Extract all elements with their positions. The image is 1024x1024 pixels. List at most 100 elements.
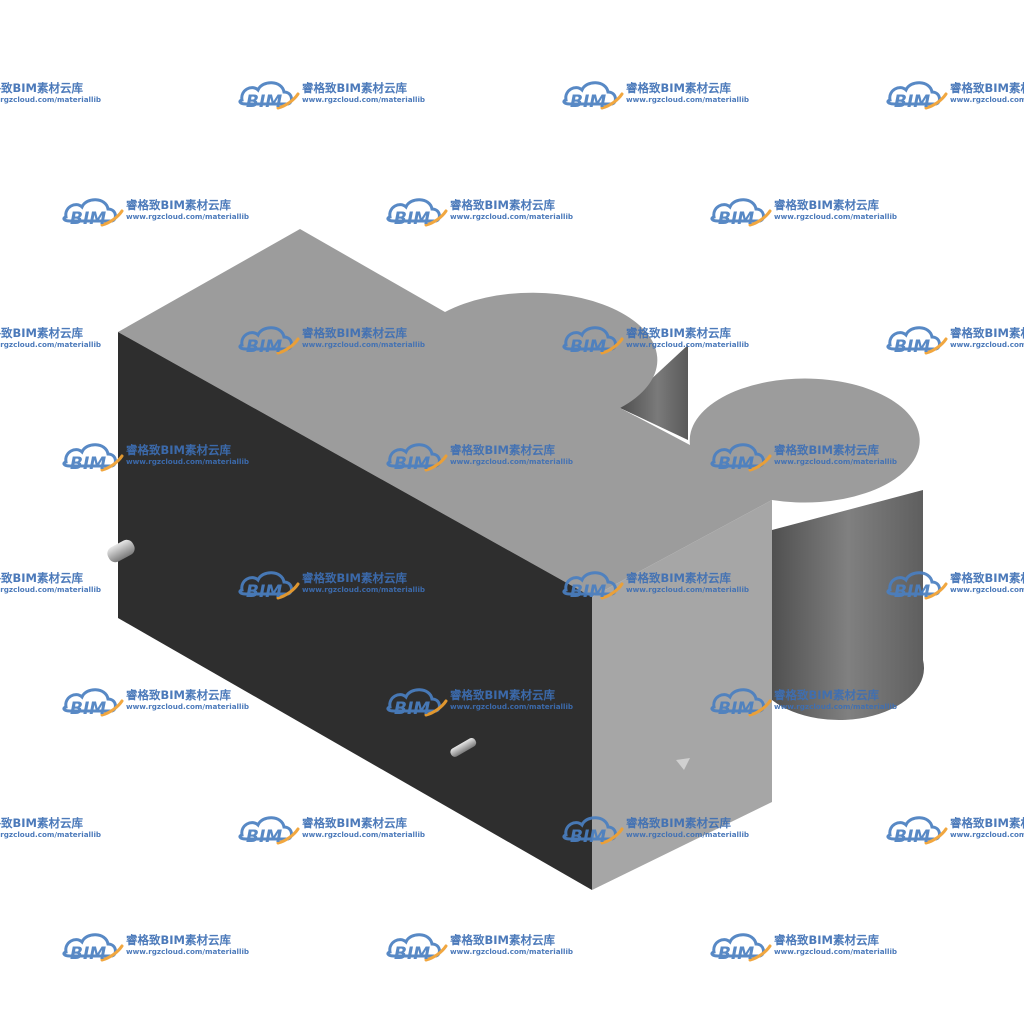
watermark-url: www.rgzcloud.com/materiallib bbox=[774, 212, 897, 221]
watermark: BIM 睿格致BIM素材云库www.rgzcloud.com/materialli… bbox=[886, 571, 1024, 602]
watermark-name: 睿格致BIM素材云库 bbox=[302, 571, 407, 585]
watermark-name: 睿格致BIM素材云库 bbox=[450, 688, 555, 702]
watermark: BIM睿格致BIM素材云库www.rgzcloud.com/materialli… bbox=[710, 933, 897, 964]
watermark-name: 睿格致BIM素材云库 bbox=[450, 443, 555, 457]
watermark-name: 睿格致BIM素材云库 bbox=[126, 933, 231, 947]
cylinder-front-body bbox=[772, 490, 925, 721]
watermark-logo-text: BIM bbox=[570, 337, 606, 357]
model-front-face bbox=[118, 332, 592, 890]
watermark-logo-text: BIM bbox=[570, 582, 606, 602]
watermark-name: 睿格致BIM素材云库 bbox=[626, 81, 731, 95]
watermark-logo-text: BIM bbox=[718, 454, 754, 474]
watermark-url: www.rgzcloud.com/materiallib bbox=[0, 830, 101, 839]
watermark-logo-text: BIM bbox=[246, 92, 282, 112]
watermark-url: www.rgzcloud.com/materiallib bbox=[774, 702, 897, 711]
bim-cloud-logo-icon: BIM bbox=[62, 443, 124, 474]
model-top-surface bbox=[118, 229, 920, 597]
watermark-logo-text: BIM bbox=[70, 454, 106, 474]
watermark-name: 睿格致BIM素材云库 bbox=[774, 688, 879, 702]
watermark-name: 睿格致BIM素材云库 bbox=[450, 933, 555, 947]
bim-cloud-logo-icon: BIM bbox=[562, 571, 624, 602]
watermark-name: 睿格致BIM素材云库 bbox=[626, 326, 731, 340]
watermark: BIM睿格致BIM素材云库www.rgzcloud.com/materialli… bbox=[386, 933, 573, 964]
bim-cloud-logo-icon: BIM bbox=[238, 816, 300, 847]
watermark: BIM 睿格致BIM素材云库www.rgzcloud.com/materialli… bbox=[238, 571, 425, 602]
pin-middle bbox=[450, 737, 477, 757]
watermark-name: 睿格致BIM素材云库 bbox=[626, 571, 731, 585]
bim-cloud-logo-icon: BIM bbox=[886, 326, 948, 357]
watermark-logo-text: BIM bbox=[246, 582, 282, 602]
bim-cloud-logo-icon: BIM bbox=[562, 81, 624, 112]
bim-model bbox=[107, 229, 925, 890]
watermark: BIM 睿格致BIM素材云库www.rgzcloud.com/materialli… bbox=[710, 443, 897, 474]
watermark-url: www.rgzcloud.com/materiallib bbox=[774, 457, 897, 466]
watermark-logo-text: BIM bbox=[894, 582, 930, 602]
watermark-url: www.rgzcloud.com/materiallib bbox=[126, 702, 249, 711]
bim-cloud-logo-icon: BIM bbox=[238, 571, 300, 602]
watermark: BIM睿格致BIM素材云库www.rgzcloud.com/materialli… bbox=[62, 198, 249, 229]
watermark: BIM睿格致BIM素材云库www.rgzcloud.com/materialli… bbox=[0, 571, 101, 594]
pin-right bbox=[676, 758, 690, 770]
bim-cloud-logo-icon: BIM bbox=[238, 81, 300, 112]
model-side-face bbox=[592, 500, 772, 890]
bim-cloud-logo-icon: BIM bbox=[386, 198, 448, 229]
watermark-name: 睿格致BIM素材云库 bbox=[950, 816, 1024, 830]
watermark-url: www.rgzcloud.com/materiallib bbox=[950, 95, 1024, 104]
watermark-name: 睿格致BIM素材云库 bbox=[950, 571, 1024, 585]
pin-left bbox=[107, 539, 135, 563]
watermark-name: 睿格致BIM素材云库 bbox=[450, 198, 555, 212]
watermark: BIM 睿格致BIM素材云库www.rgzcloud.com/materialli… bbox=[562, 816, 749, 847]
watermark-url: www.rgzcloud.com/materiallib bbox=[450, 457, 573, 466]
bim-cloud-logo-icon: BIM bbox=[386, 688, 448, 719]
watermark-logo-text: BIM bbox=[718, 209, 754, 229]
watermark-name: 睿格致BIM素材云库 bbox=[0, 81, 83, 95]
watermark-name: 睿格致BIM素材云库 bbox=[126, 198, 231, 212]
bim-cloud-logo-icon: BIM bbox=[386, 933, 448, 964]
watermark-logo-text: BIM bbox=[70, 699, 106, 719]
bim-cloud-logo-icon: BIM bbox=[886, 816, 948, 847]
bim-cloud-logo-icon: BIM bbox=[710, 443, 772, 474]
watermark-name: 睿格致BIM素材云库 bbox=[302, 81, 407, 95]
watermark-url: www.rgzcloud.com/materiallib bbox=[626, 95, 749, 104]
watermark-name: 睿格致BIM素材云库 bbox=[626, 816, 731, 830]
watermark-url: www.rgzcloud.com/materiallib bbox=[0, 340, 101, 349]
watermark-name: 睿格致BIM素材云库 bbox=[0, 571, 83, 585]
watermark-url: www.rgzcloud.com/materiallib bbox=[450, 702, 573, 711]
watermark: BIM 睿格致BIM素材云库www.rgzcloud.com/materialli… bbox=[386, 688, 573, 719]
watermark: BIM睿格致BIM素材云库www.rgzcloud.com/materialli… bbox=[0, 816, 101, 839]
watermark-logo-text: BIM bbox=[718, 699, 754, 719]
watermark-url: www.rgzcloud.com/materiallib bbox=[626, 830, 749, 839]
watermark-name: 睿格致BIM素材云库 bbox=[950, 326, 1024, 340]
watermark-logo-text: BIM bbox=[394, 699, 430, 719]
watermark-logo-text: BIM bbox=[570, 827, 606, 847]
watermark-url: www.rgzcloud.com/materiallib bbox=[450, 947, 573, 956]
bim-cloud-logo-icon: BIM bbox=[62, 688, 124, 719]
watermark-name: 睿格致BIM素材云库 bbox=[126, 443, 231, 457]
watermark-url: www.rgzcloud.com/materiallib bbox=[626, 340, 749, 349]
watermark: BIM 睿格致BIM素材云库www.rgzcloud.com/materialli… bbox=[562, 326, 749, 357]
bim-cloud-logo-icon: BIM bbox=[62, 198, 124, 229]
watermark-logo-text: BIM bbox=[894, 92, 930, 112]
bim-cloud-logo-icon: BIM bbox=[710, 688, 772, 719]
watermark: BIM睿格致BIM素材云库www.rgzcloud.com/materialli… bbox=[886, 81, 1024, 112]
watermark-logo-text: BIM bbox=[570, 92, 606, 112]
watermark-name: 睿格致BIM素材云库 bbox=[774, 443, 879, 457]
watermark-name: 睿格致BIM素材云库 bbox=[0, 816, 83, 830]
watermark: BIM 睿格致BIM素材云库www.rgzcloud.com/materialli… bbox=[238, 81, 425, 112]
watermark-url: www.rgzcloud.com/materiallib bbox=[774, 947, 897, 956]
watermark: BIM 睿格致BIM素材云库www.rgzcloud.com/materialli… bbox=[386, 443, 573, 474]
watermark-url: www.rgzcloud.com/materiallib bbox=[302, 95, 425, 104]
bim-cloud-logo-icon: BIM bbox=[238, 326, 300, 357]
bim-cloud-logo-icon: BIM bbox=[886, 571, 948, 602]
watermark-name: 睿格致BIM素材云库 bbox=[774, 933, 879, 947]
watermark: BIM 睿格致BIM素材云库www.rgzcloud.com/materialli… bbox=[710, 688, 897, 719]
watermark-name: 睿格致BIM素材云库 bbox=[302, 326, 407, 340]
watermark-logo-text: BIM bbox=[394, 454, 430, 474]
watermark: BIM睿格致BIM素材云库www.rgzcloud.com/materialli… bbox=[0, 81, 101, 104]
watermark-url: www.rgzcloud.com/materiallib bbox=[302, 585, 425, 594]
watermark-url: www.rgzcloud.com/materiallib bbox=[302, 340, 425, 349]
watermark-url: www.rgzcloud.com/materiallib bbox=[126, 947, 249, 956]
watermark-url: www.rgzcloud.com/materiallib bbox=[950, 585, 1024, 594]
